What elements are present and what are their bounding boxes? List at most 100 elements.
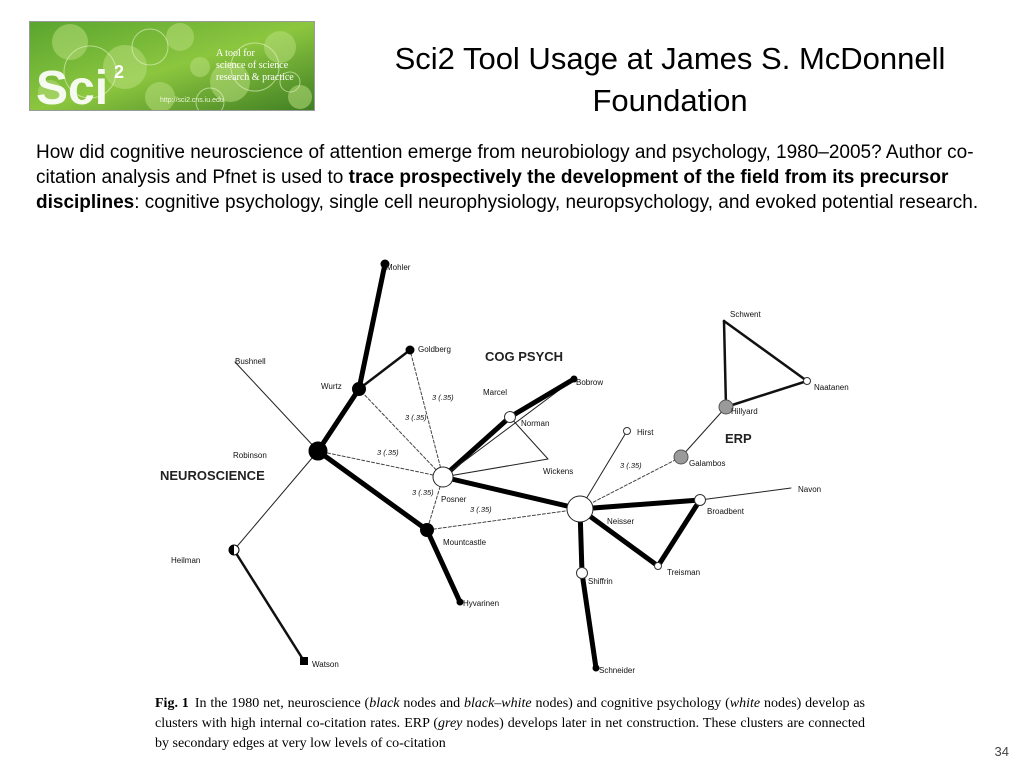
node-label-hyvarinen: Hyvarinen xyxy=(463,599,499,608)
node-label-bushnell: Bushnell xyxy=(235,357,266,366)
cluster-label-neuroscience: NEUROSCIENCE xyxy=(160,468,265,483)
edge-posner-goldberg xyxy=(409,349,444,478)
cluster-label-cog-psych: COG PSYCH xyxy=(485,349,563,364)
node-label-norman: Norman xyxy=(521,419,549,428)
node-label-mohler: Mohler xyxy=(386,263,411,272)
node-goldberg xyxy=(405,345,415,355)
node-label-shiffrin: Shiffrin xyxy=(588,577,613,586)
node-label-schwent: Schwent xyxy=(730,310,761,319)
intro-paragraph: How did cognitive neuroscience of attent… xyxy=(36,140,991,215)
node-label-watson: Watson xyxy=(312,660,339,669)
node-label-goldberg: Goldberg xyxy=(418,345,451,354)
node-label-treisman: Treisman xyxy=(667,568,700,577)
sci2-logo: Sci 2 A tool for science of science rese… xyxy=(29,21,315,111)
edge-hillyard-naatanen xyxy=(724,379,809,409)
edge-neisser-galambos xyxy=(579,456,682,510)
network-diagram: 3 (.35)3 (.35)3 (.35)3 (.35)3 (.35)3 (.3… xyxy=(160,259,849,675)
node-norman xyxy=(504,411,516,423)
edge-mohler-wurtz xyxy=(356,261,388,392)
node-label-wickens: Wickens xyxy=(543,467,573,476)
node-label-marcel: Marcel xyxy=(483,388,507,397)
node-label-hillyard: Hillyard xyxy=(731,407,758,416)
node-label-heilman: Heilman xyxy=(171,556,200,565)
edge-norman-bobrow xyxy=(507,376,577,420)
node-label-navon: Navon xyxy=(798,485,821,494)
node-schneider xyxy=(592,664,600,672)
caption-text-3: nodes) and cognitive psychology ( xyxy=(531,696,730,711)
edge-posner-wurtz xyxy=(358,388,444,478)
node-label-wurtz: Wurtz xyxy=(321,382,342,391)
edge-hillyard-schwent xyxy=(722,319,728,409)
edge-shiffrin-schneider xyxy=(579,570,599,671)
node-wurtz xyxy=(352,382,366,396)
logo-tagline-2: science of science xyxy=(216,60,289,71)
edge-neisser-hirst xyxy=(579,430,628,510)
slide-title: Sci2 Tool Usage at James S. McDonnell Fo… xyxy=(394,41,946,118)
node-mohler xyxy=(380,259,390,269)
node-hirst xyxy=(623,427,631,435)
node-label-galambos: Galambos xyxy=(689,459,725,468)
edge-hillyard-galambos xyxy=(680,406,727,458)
node-label-robinson: Robinson xyxy=(233,451,267,460)
intro-text-1: How did cognitive neuroscience of attent… xyxy=(36,142,974,188)
node-hillyard xyxy=(718,399,734,415)
edge-posner-robinson xyxy=(317,450,444,478)
caption-text-4: nodes) develop as clusters with high int… xyxy=(155,696,865,731)
intro-text-2: : cognitive psychology, single cell neur… xyxy=(134,192,979,213)
edge-posner-neisser xyxy=(440,474,583,512)
node-robinson xyxy=(308,441,328,461)
node-shiffrin xyxy=(576,567,588,579)
node-label-mountcastle: Mountcastle xyxy=(443,538,487,547)
logo-superscript: 2 xyxy=(114,62,124,82)
edge-neisser-mountcastle xyxy=(426,508,581,531)
node-watson xyxy=(300,657,308,665)
node-neisser xyxy=(566,495,594,523)
edge-heilman-watson xyxy=(232,548,306,663)
edge-robinson-bushnell xyxy=(234,361,319,452)
caption-text-2: nodes and xyxy=(399,696,464,711)
caption-italic-black-white: black–white xyxy=(463,696,532,711)
edge-neisser-broadbent xyxy=(577,497,703,512)
edge-posner-norman xyxy=(440,414,513,480)
node-naatanen xyxy=(803,377,811,385)
node-bobrow xyxy=(570,375,578,383)
node-broadbent xyxy=(694,494,706,506)
node-posner xyxy=(432,466,454,488)
edge-posner-wickens xyxy=(442,458,549,478)
logo-url: http://sci2.cns.iu.edu xyxy=(160,97,224,104)
edge-posner-bobrow xyxy=(442,378,575,478)
logo-tagline-3: research & practice xyxy=(216,72,294,83)
caption-text-5: nodes) develops later in net constructio… xyxy=(155,716,865,751)
page-number: 34 xyxy=(994,744,1009,759)
cluster-label-erp: ERP xyxy=(725,431,752,446)
edge-label-posner-robinson: 3 (.35) xyxy=(377,448,399,457)
node-label-broadbent: Broadbent xyxy=(707,507,745,516)
edge-label-neisser-mountcastle: 3 (.35) xyxy=(470,505,492,514)
node-label-naatanen: Naatanen xyxy=(814,383,849,392)
node-label-schneider: Schneider xyxy=(599,666,635,675)
logo-wordmark: Sci xyxy=(36,62,108,111)
edge-broadbent-navon xyxy=(699,487,792,501)
node-hyvarinen xyxy=(456,598,464,606)
node-heilman xyxy=(228,544,240,556)
network-figure: 3 (.35)3 (.35)3 (.35)3 (.35)3 (.35)3 (.3… xyxy=(150,256,870,690)
edge-robinson-mountcastle xyxy=(315,448,430,533)
caption-italic-black: black xyxy=(369,696,400,711)
edge-label-posner-wurtz: 3 (.35) xyxy=(405,413,427,422)
edge-label-neisser-galambos: 3 (.35) xyxy=(620,461,642,470)
node-label-neisser: Neisser xyxy=(607,517,634,526)
edge-label-posner-mountcastle: 3 (.35) xyxy=(412,488,434,497)
node-label-hirst: Hirst xyxy=(637,428,654,437)
logo-tagline-1: A tool for xyxy=(216,48,256,59)
edge-posner-mountcastle xyxy=(426,476,444,531)
edge-norman-wickens xyxy=(509,416,549,460)
edge-mountcastle-hyvarinen xyxy=(424,527,463,605)
caption-text-1: In the 1980 net, neuroscience ( xyxy=(194,696,370,711)
figure-label: Fig. 1 xyxy=(155,696,189,711)
caption-italic-white: white xyxy=(729,696,761,711)
edge-robinson-heilman xyxy=(233,450,319,551)
node-treisman xyxy=(654,562,662,570)
edge-neisser-treisman xyxy=(577,506,661,569)
edge-wurtz-robinson xyxy=(315,386,362,454)
